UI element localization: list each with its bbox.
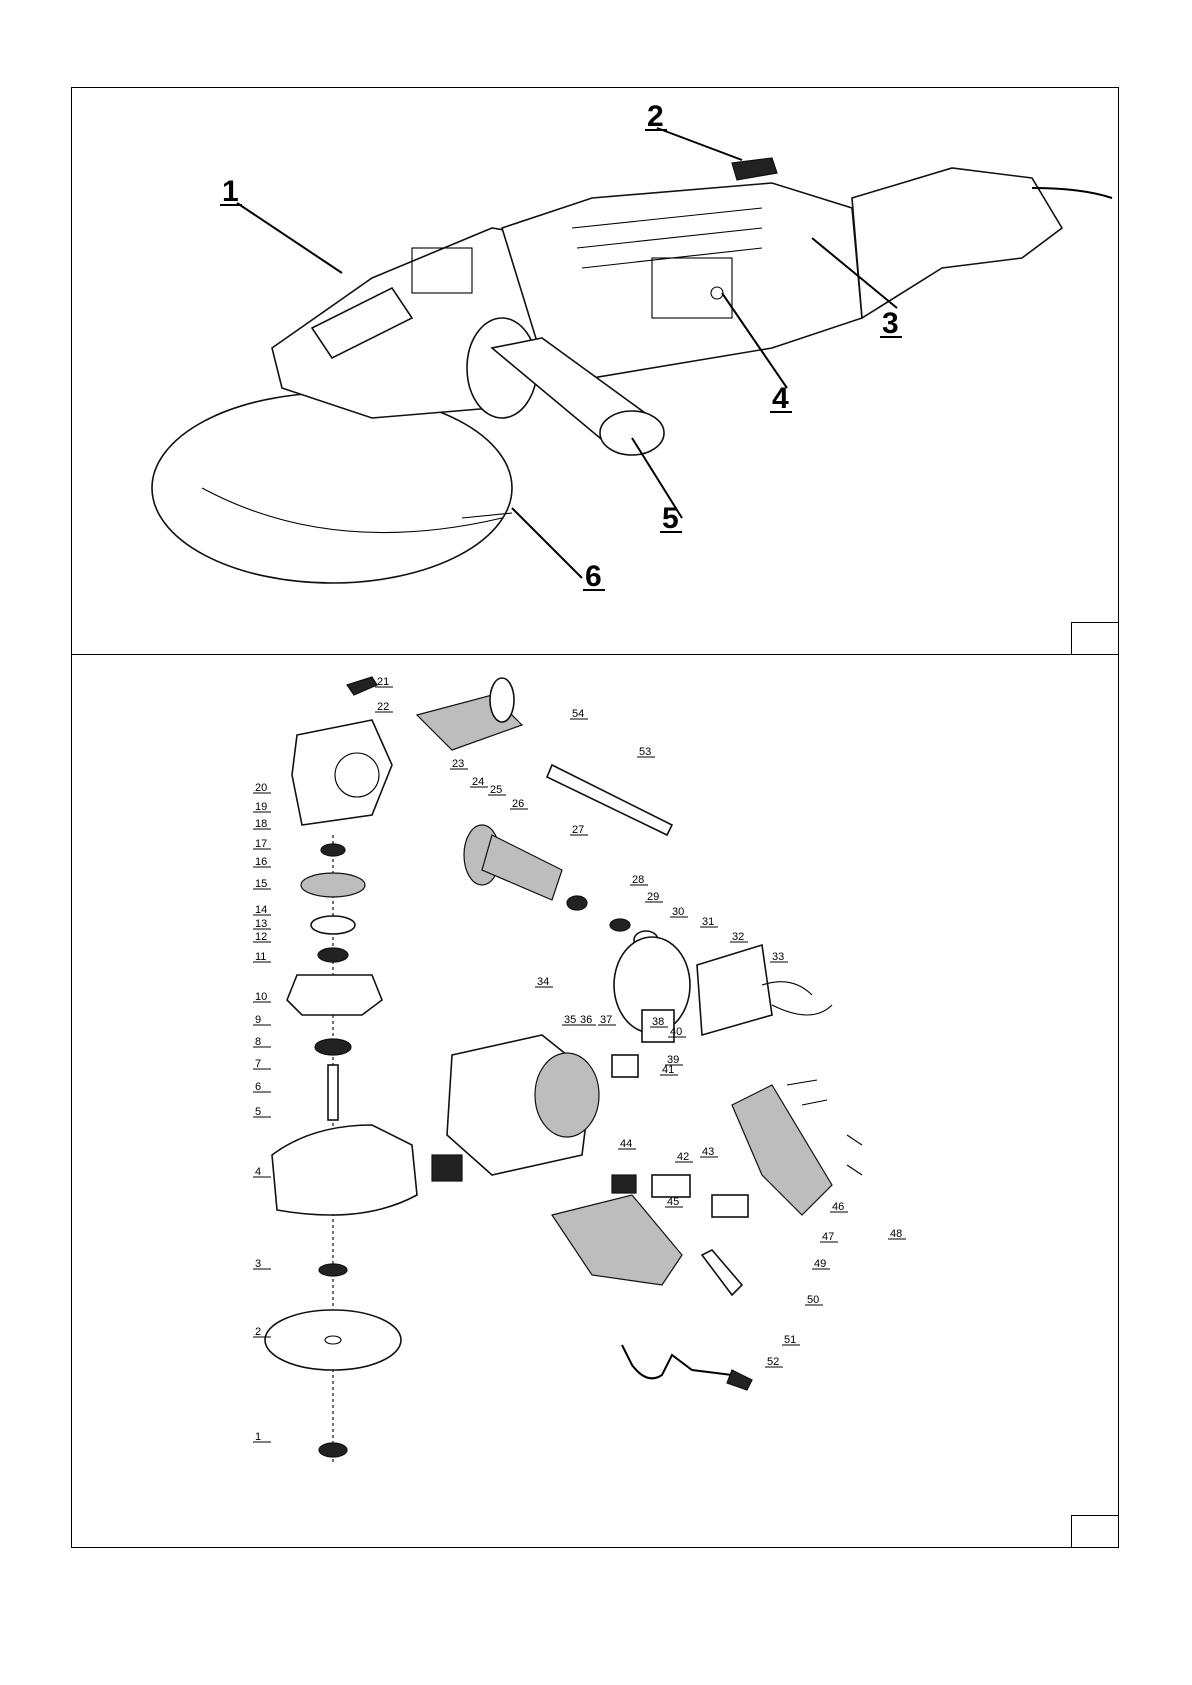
callout-3: 3 (882, 307, 899, 340)
part-switch-43 (652, 1175, 690, 1197)
part-label-28: 28 (632, 874, 644, 886)
part-label-53: 53 (639, 746, 651, 758)
part-label-42: 42 (677, 1151, 689, 1163)
part-label-35: 35 (564, 1014, 576, 1026)
assembled-view-panel: 1 2 3 4 5 6 (71, 87, 1119, 655)
part-label-50: 50 (807, 1294, 819, 1306)
callout-4: 4 (772, 382, 789, 415)
part-label-44: 44 (620, 1138, 632, 1150)
callout-leader-2 (657, 128, 742, 160)
part-label-1: 1 (255, 1431, 261, 1443)
part-label-7: 7 (255, 1058, 261, 1070)
part-bearing-17 (321, 844, 345, 856)
part-label-24: 24 (472, 776, 484, 788)
part-label-46: 46 (832, 1201, 844, 1213)
wheel-guard-disc (152, 393, 512, 583)
part-bearing-11 (318, 948, 348, 962)
part-stator-33 (697, 945, 772, 1035)
part-gear-15 (301, 873, 365, 897)
rear-handle (852, 168, 1062, 318)
part-label-49: 49 (814, 1258, 826, 1270)
part-label-19: 19 (255, 801, 267, 813)
part-spindle-5 (328, 1065, 338, 1120)
part-label-2: 2 (255, 1326, 261, 1338)
part-label-22: 22 (377, 701, 389, 713)
exploded-parts-drawing: 1234567891011121314151617181920212223242… (72, 655, 1120, 1548)
callout-2: 2 (647, 100, 664, 133)
part-inner-flange-3 (319, 1264, 347, 1276)
part-label-16: 16 (255, 856, 267, 868)
part-label-14: 14 (255, 904, 267, 916)
part-lock-nut-1 (319, 1443, 347, 1457)
callout-1: 1 (222, 175, 239, 208)
part-label-52: 52 (767, 1356, 779, 1368)
part-label-54: 54 (572, 708, 584, 720)
part-label-3: 3 (255, 1258, 261, 1270)
part-label-36: 36 (580, 1014, 592, 1026)
part-label-37: 37 (600, 1014, 612, 1026)
part-label-32: 32 (732, 931, 744, 943)
part-brush-holder-37 (612, 1055, 638, 1077)
part-label-18: 18 (255, 818, 267, 830)
part-label-41: 41 (662, 1064, 674, 1076)
switch-lock-button (732, 158, 777, 180)
part-label-47: 47 (822, 1231, 834, 1243)
part-label-48: 48 (890, 1228, 902, 1240)
part-label-43: 43 (702, 1146, 714, 1158)
callout-6: 6 (585, 560, 602, 593)
part-gear-housing (292, 720, 392, 825)
part-label-17: 17 (255, 838, 267, 850)
part-cable-clamp-46 (712, 1195, 748, 1217)
part-wheel-guard-4 (272, 1125, 417, 1215)
part-label-21: 21 (377, 676, 389, 688)
part-label-34: 34 (537, 976, 549, 988)
callout-leader-1 (237, 203, 342, 273)
part-label-30: 30 (672, 906, 684, 918)
part-bearing-cover-10 (287, 975, 382, 1015)
callout-leader-6 (512, 508, 582, 578)
side-handle-end (600, 411, 664, 455)
part-power-cord-52 (622, 1345, 732, 1378)
part-label-5: 5 (255, 1106, 261, 1118)
part-label-25: 25 (490, 784, 502, 796)
assembled-grinder-drawing: 1 2 3 4 5 6 (72, 88, 1120, 656)
part-label-20: 20 (255, 782, 267, 794)
part-cable-sleeve-50 (702, 1250, 742, 1295)
part-label-11: 11 (255, 951, 266, 963)
part-armature-27 (482, 835, 562, 900)
part-wrench (547, 765, 672, 835)
part-bearing-29 (610, 919, 630, 931)
part-handle-half-51 (552, 1195, 682, 1285)
part-plate-12 (311, 916, 355, 934)
part-label-33: 33 (772, 951, 784, 963)
part-bearing-8 (315, 1039, 351, 1055)
part-label-45: 45 (667, 1196, 679, 1208)
part-label-27: 27 (572, 824, 584, 836)
part-brush-cover-44 (432, 1155, 462, 1181)
part-label-9: 9 (255, 1014, 261, 1026)
part-label-15: 15 (255, 878, 267, 890)
part-label-8: 8 (255, 1036, 261, 1048)
part-label-4: 4 (255, 1166, 261, 1178)
part-bearing-28 (567, 896, 587, 910)
part-label-40: 40 (670, 1026, 682, 1038)
part-label-51: 51 (784, 1334, 796, 1346)
part-label-6: 6 (255, 1081, 261, 1093)
part-spindle-lock (347, 677, 377, 695)
part-label-26: 26 (512, 798, 524, 810)
part-label-29: 29 (647, 891, 659, 903)
part-label-13: 13 (255, 918, 267, 930)
part-label-31: 31 (702, 916, 714, 928)
part-disc-2 (265, 1310, 401, 1370)
part-label-23: 23 (452, 758, 464, 770)
part-switch-44 (612, 1175, 636, 1193)
part-label-12: 12 (255, 931, 267, 943)
callout-5: 5 (662, 502, 679, 535)
part-label-38: 38 (652, 1016, 664, 1028)
part-label-10: 10 (255, 991, 267, 1003)
